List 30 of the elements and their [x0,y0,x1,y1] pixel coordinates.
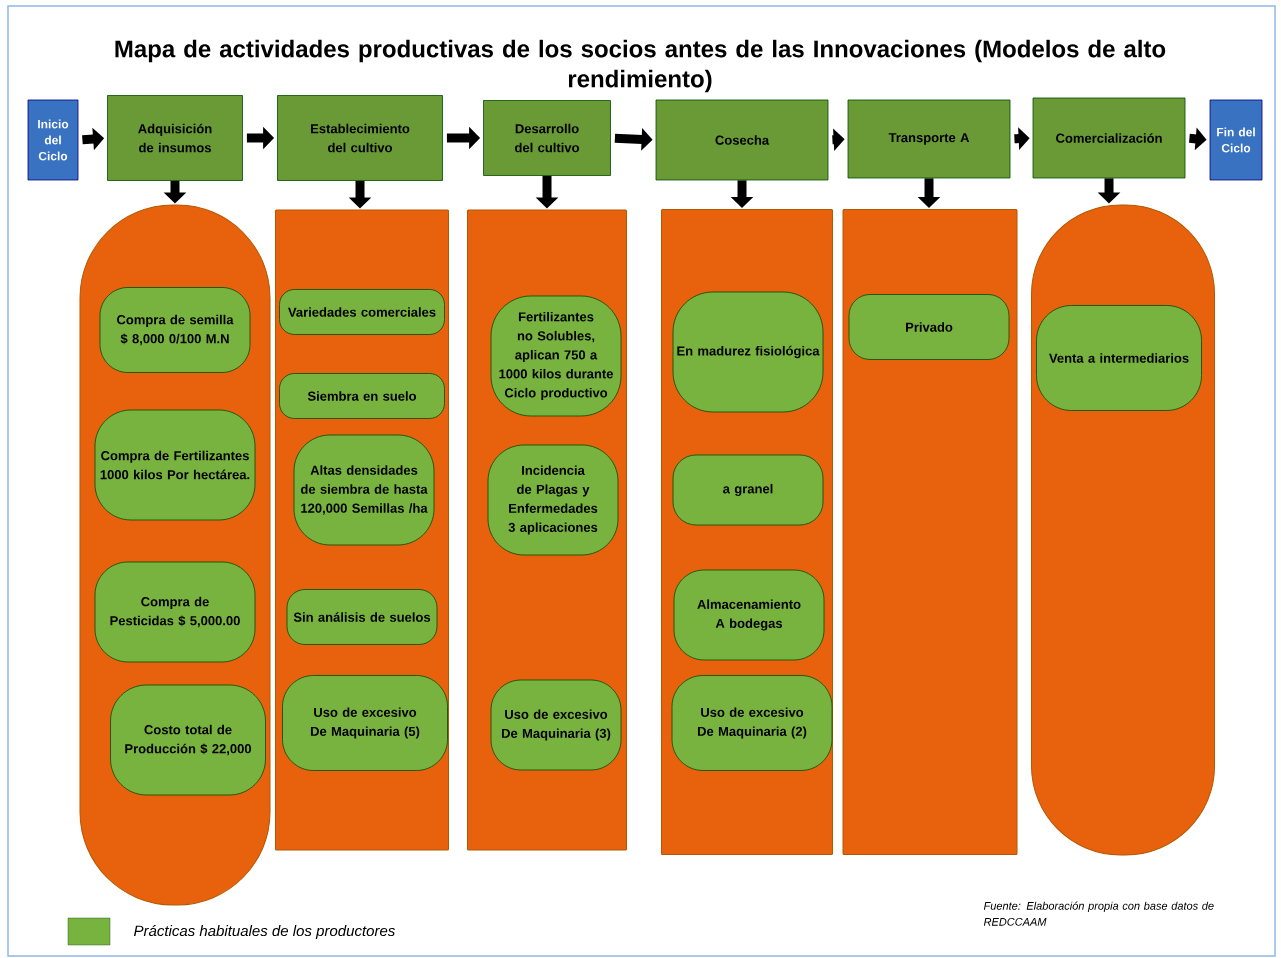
stage-box: Transporte A [847,99,1011,179]
terminal-box: Inicio del Ciclo [27,99,79,181]
column-panel [842,209,1018,855]
practice-box: Uso de excesivo De Maquinaria (3) [490,679,622,771]
stage-box: Cosecha [655,99,829,181]
legend-text: Prácticas habituales de los productores [134,924,395,940]
practice-box: Sin análisis de suelos [286,589,438,645]
practice-box: Variedades comerciales [279,289,445,335]
practice-box: Costo total de Producción $ 22,000 [110,684,266,796]
stage-box: Comercialización [1032,97,1186,179]
title: Mapa de actividades productivas de los socios antes de las Innovaciones (Modelos de alto rendimiento) [115,39,1166,93]
practice-box: Compra de semilla $ 8,000 0/100 M.N [99,287,251,373]
practice-box: Venta a intermediarios [1036,305,1202,411]
practice-box: Uso de excesivo De Maquinaria (5) [282,675,448,771]
practice-box: Uso de excesivo De Maquinaria (2) [671,675,833,771]
terminal-box: Fin del Ciclo [1209,99,1263,181]
practice-box: Privado [848,294,1010,360]
practice-box: Incidencia de Plagas y Enfermedades 3 aplicaciones [487,444,619,556]
stage-box: Adquisición de insumos [107,95,243,181]
practice-box: En madurez fisiológica [672,291,824,413]
practice-box: Fertilizantes no Solubles, aplican 750 a 1000 kilos durante Ciclo productivo [490,295,622,417]
practice-box: Siembra en suelo [279,373,445,419]
practice-box: Compra de Fertilizantes 1000 kilos Por hectárea. [94,409,256,521]
practice-box: Compra de Pesticidas $ 5,000.00 [94,561,256,663]
practice-box: Altas densidades de siembra de hasta 120,000 Semillas /ha [293,434,435,546]
source-note: Fuente: Elaboración propia con base datos de REDCCAAM [983,901,1214,926]
practice-box: a granel [672,454,824,526]
practice-box: Almacenamiento A bodegas [673,569,825,661]
stage-box: Desarrollo del cultivo [483,100,611,176]
stage-box: Establecimiento del cultivo [277,95,443,181]
